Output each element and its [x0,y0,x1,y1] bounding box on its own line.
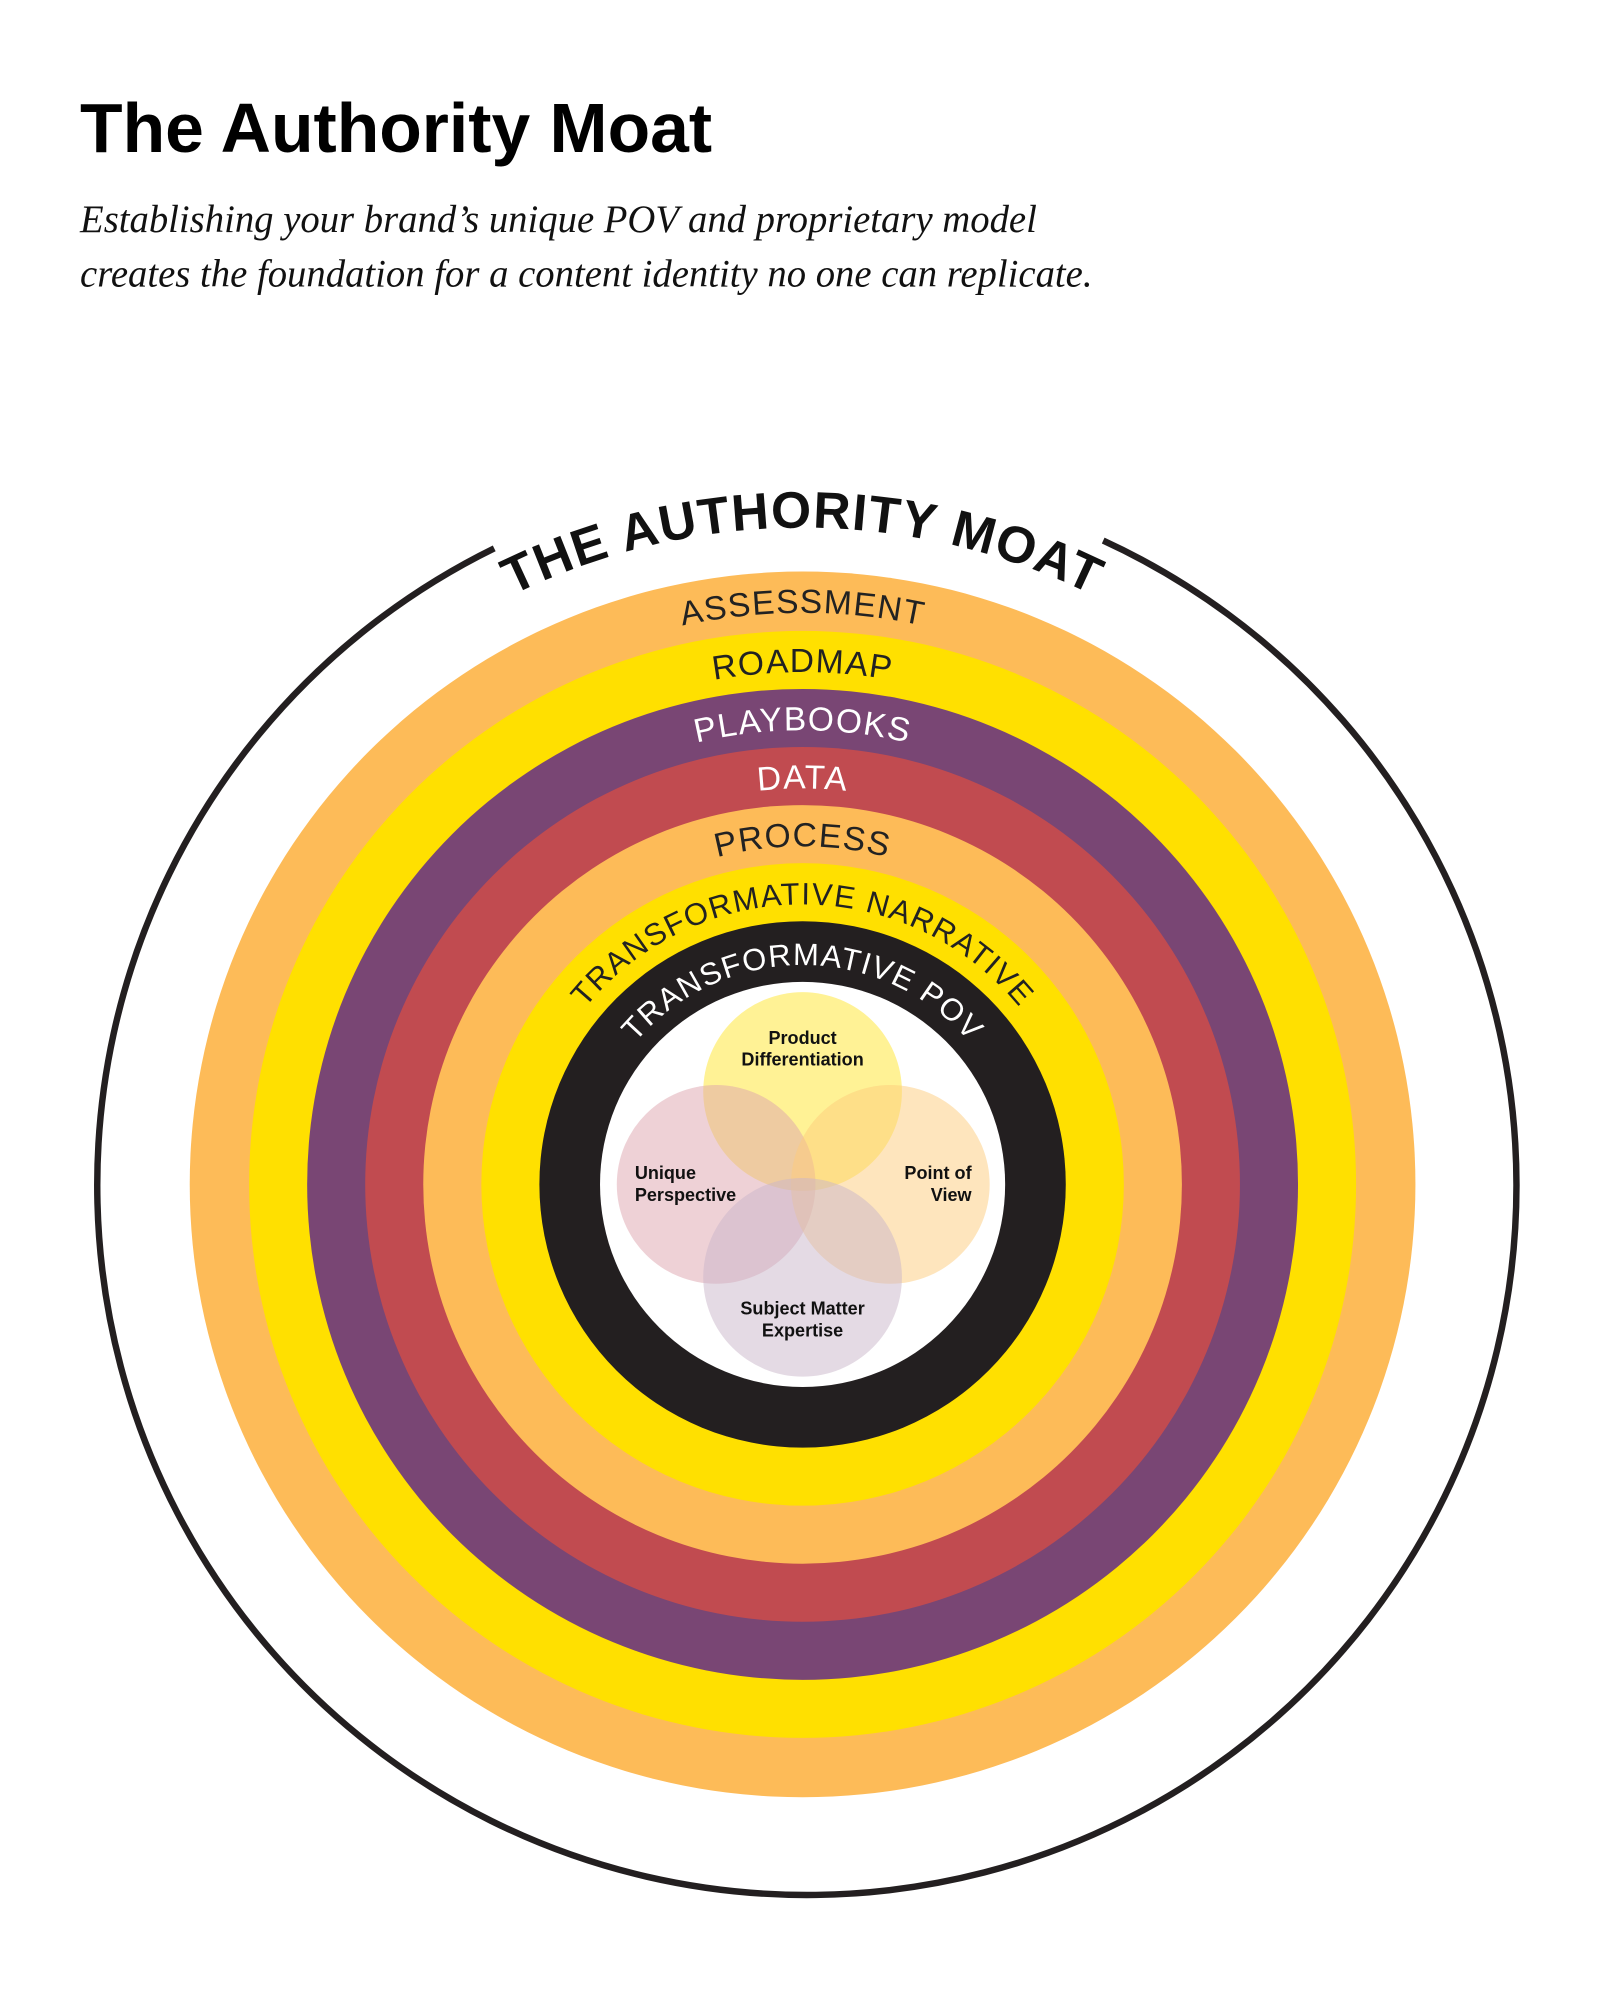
subtitle-line-2: creates the foundation for a content ide… [80,253,1092,295]
page-title: The Authority Moat [80,89,712,167]
subtitle-line-1: Establishing your brand’s unique POV and… [79,199,1037,241]
venn-label-pov-1: Point of [904,1163,972,1183]
moat-outline [94,537,1520,1899]
venn-label-unique-1: Unique [635,1163,696,1183]
venn-label-sme-1: Subject Matter [740,1299,864,1319]
venn-label-pov-2: View [931,1185,973,1205]
venn-circle-subject-matter-expertise [703,1177,902,1377]
venn-label-product-2: Differentiation [741,1050,863,1070]
venn-diagram [616,992,990,1377]
venn-label-product-1: Product [768,1028,836,1048]
venn-label-unique-2: Perspective [635,1185,736,1205]
venn-label-sme-2: Expertise [762,1321,843,1341]
ring-label-data: DATA [756,759,850,798]
